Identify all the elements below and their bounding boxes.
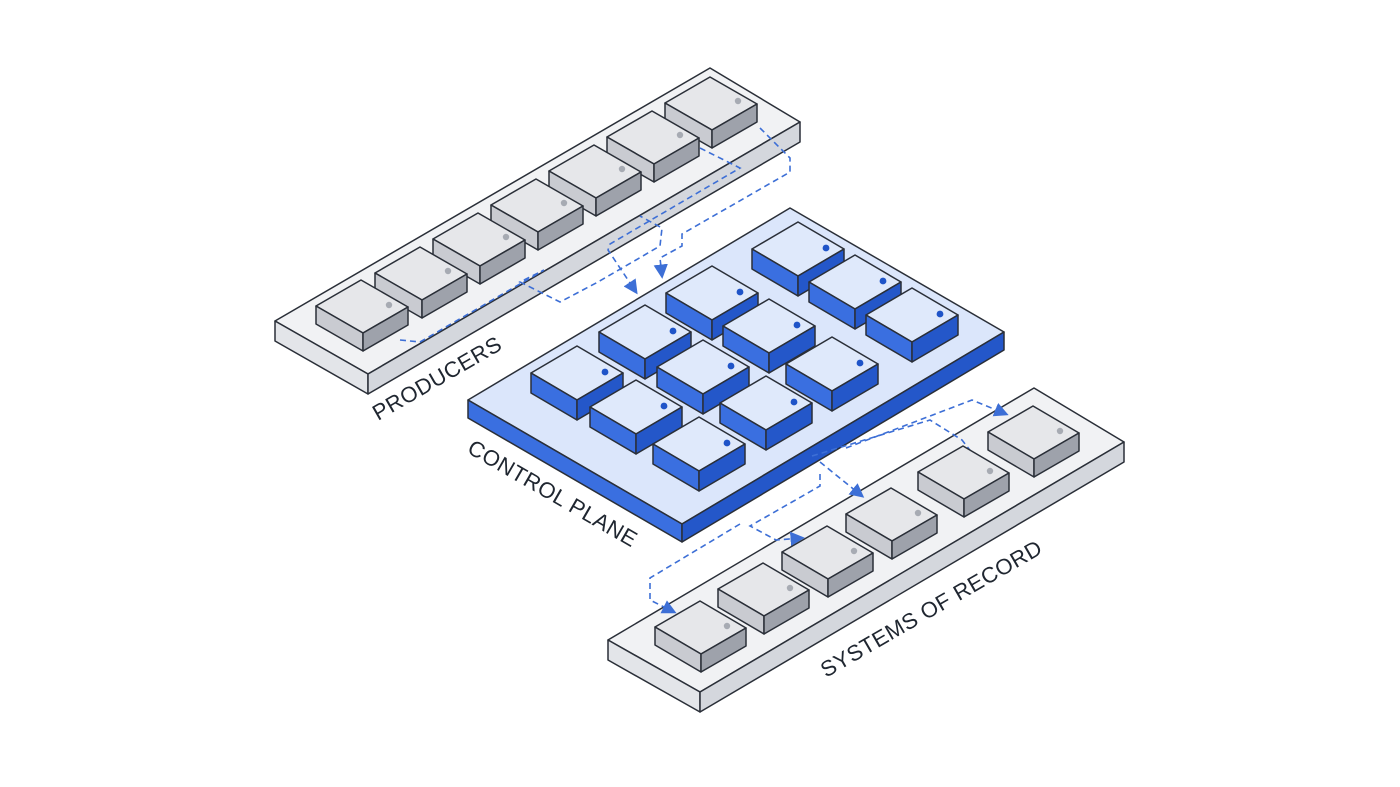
control-plane-modules — [530, 221, 959, 492]
control-module[interactable] — [652, 416, 746, 492]
record-module[interactable] — [987, 405, 1080, 478]
record-flows — [649, 399, 1009, 614]
producer-module[interactable] — [490, 178, 584, 251]
flow-line — [845, 399, 1009, 449]
producer-flows — [399, 127, 791, 343]
control-module[interactable] — [722, 298, 816, 374]
control-module[interactable] — [656, 339, 750, 415]
flow-line — [399, 215, 663, 343]
producer-module[interactable] — [664, 76, 758, 149]
control-module[interactable] — [719, 375, 813, 451]
control-module[interactable] — [589, 379, 683, 455]
record-module[interactable] — [654, 600, 747, 673]
record-module[interactable] — [845, 487, 938, 560]
producer-module[interactable] — [374, 246, 468, 319]
producer-module[interactable] — [315, 279, 409, 352]
producer-modules — [315, 76, 758, 352]
flow-line — [653, 127, 791, 279]
control-module[interactable] — [865, 287, 959, 363]
record-module[interactable] — [917, 445, 1010, 518]
flow-line — [649, 523, 741, 614]
record-modules — [654, 405, 1080, 673]
producer-module[interactable] — [548, 144, 642, 217]
producer-module[interactable] — [606, 110, 700, 183]
record-module[interactable] — [717, 562, 810, 635]
record-module[interactable] — [781, 525, 874, 598]
control-module[interactable] — [785, 336, 879, 412]
flow-line — [748, 474, 821, 547]
producer-module[interactable] — [432, 212, 526, 285]
flow-line — [819, 461, 865, 498]
flow-line — [607, 147, 742, 295]
